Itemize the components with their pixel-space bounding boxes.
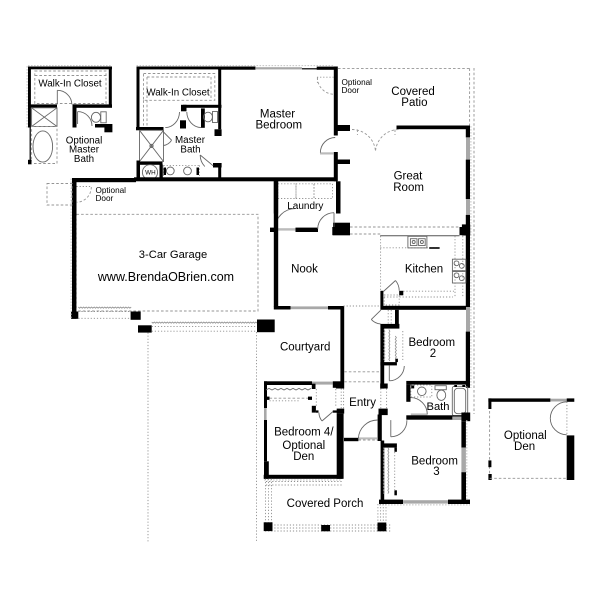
svg-text:Bedroom: Bedroom — [408, 337, 455, 349]
svg-text:Bedroom 4/: Bedroom 4/ — [274, 427, 334, 439]
svg-text:Optional: Optional — [282, 440, 325, 452]
svg-text:Master: Master — [175, 135, 206, 146]
svg-text:Kitchen: Kitchen — [405, 263, 443, 275]
svg-text:WH: WH — [145, 170, 156, 177]
svg-text:Nook: Nook — [291, 263, 318, 275]
svg-text:Bedroom: Bedroom — [255, 119, 302, 131]
svg-text:Entry: Entry — [349, 397, 376, 409]
svg-text:Den: Den — [293, 451, 314, 463]
svg-text:Courtyard: Courtyard — [280, 341, 331, 353]
svg-text:3: 3 — [433, 466, 439, 478]
svg-text:Bedroom: Bedroom — [411, 456, 458, 468]
svg-text:Bath: Bath — [426, 401, 449, 413]
svg-text:Den: Den — [514, 441, 535, 453]
svg-text:www.BrendaOBrien.com: www.BrendaOBrien.com — [97, 270, 234, 284]
svg-text:Master: Master — [260, 109, 295, 121]
svg-text:Optional: Optional — [342, 78, 373, 87]
svg-text:Optional: Optional — [96, 186, 127, 195]
svg-text:Bath: Bath — [180, 144, 200, 155]
svg-text:Walk-In Closet: Walk-In Closet — [38, 78, 102, 89]
svg-text:2: 2 — [430, 348, 436, 360]
svg-text:Patio: Patio — [401, 97, 427, 109]
svg-text:Great: Great — [394, 170, 424, 182]
svg-text:Door: Door — [342, 86, 360, 95]
svg-text:Optional: Optional — [66, 135, 103, 146]
svg-text:Covered: Covered — [391, 86, 434, 98]
svg-text:Master: Master — [69, 145, 100, 156]
svg-text:Laundry: Laundry — [287, 201, 323, 212]
svg-text:Bath: Bath — [74, 154, 94, 165]
svg-text:Walk-In Closet: Walk-In Closet — [146, 87, 210, 98]
svg-text:Door: Door — [96, 194, 114, 203]
svg-text:Optional: Optional — [504, 430, 547, 442]
svg-text:Covered Porch: Covered Porch — [287, 498, 364, 510]
svg-text:Room: Room — [393, 182, 424, 194]
svg-text:3-Car Garage: 3-Car Garage — [139, 249, 207, 261]
